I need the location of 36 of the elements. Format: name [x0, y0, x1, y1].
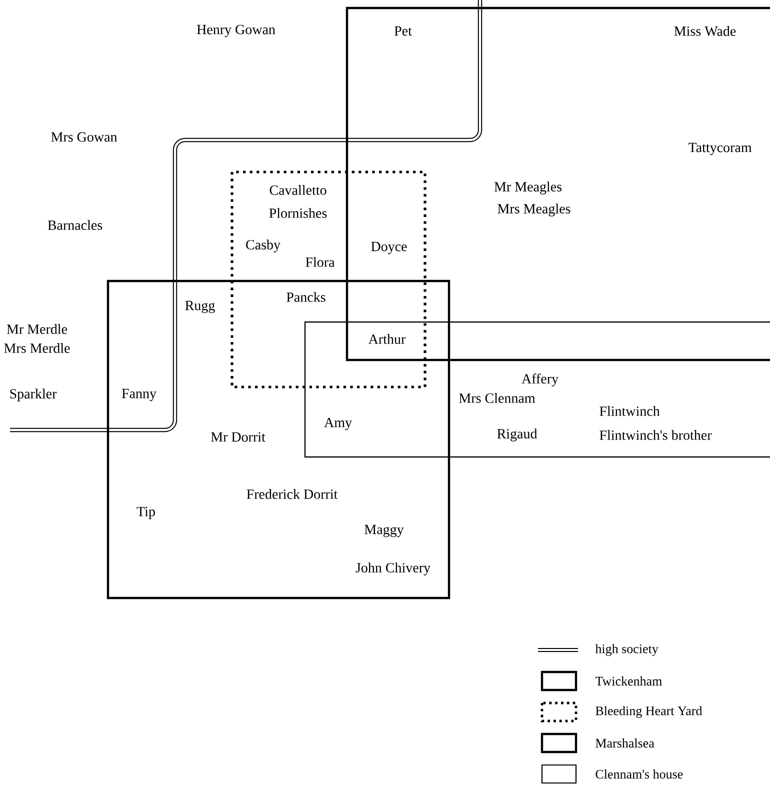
legend-label: Bleeding Heart Yard: [596, 706, 702, 718]
character-name: Amy: [324, 418, 352, 430]
character-name: Barnacles: [48, 220, 102, 230]
legend-label: Marshalsea: [596, 738, 654, 748]
character-name: Mr Merdle: [6, 324, 68, 334]
character-name: Mrs Merdle: [4, 343, 70, 353]
character-name: Tattycoram: [688, 142, 752, 156]
legend-label: high society: [595, 644, 658, 656]
character-name: Frederick Dorrit: [246, 489, 338, 499]
character-name: Mrs Gowan: [51, 132, 118, 142]
character-name: Mr Meagles: [494, 182, 562, 194]
character-name: Casby: [246, 240, 280, 252]
character-name: Rigaud: [497, 428, 538, 442]
character-name: Doyce: [371, 242, 407, 254]
character-name: Mrs Clennam: [459, 393, 536, 403]
character-name: Maggy: [364, 524, 404, 538]
character-name: Fanny: [122, 388, 156, 402]
character-name: Sparkler: [10, 388, 57, 402]
character-name: Arthur: [368, 334, 406, 344]
character-name: Rugg: [185, 300, 215, 314]
character-name: Mrs Meagles: [498, 204, 570, 216]
character-name: Flintwinch's brother: [600, 430, 712, 440]
character-name: Henry Gowan: [196, 24, 276, 38]
character-name: Flora: [306, 257, 335, 267]
character-name: Miss Wade: [674, 26, 736, 36]
character-name: Plornishes: [269, 208, 327, 218]
character-name: Mr Dorrit: [211, 432, 266, 442]
character-name: Affery: [522, 374, 558, 386]
character-name: John Chivery: [356, 562, 430, 576]
character-name: Flintwinch: [600, 406, 660, 416]
character-name: Pet: [394, 26, 412, 36]
legend-label: Twickenham: [595, 676, 662, 686]
character-name: Pancks: [286, 292, 326, 302]
character-name: Cavalletto: [270, 185, 326, 195]
character-name: Tip: [136, 506, 155, 520]
legend-label: Clennam's house: [596, 769, 683, 779]
